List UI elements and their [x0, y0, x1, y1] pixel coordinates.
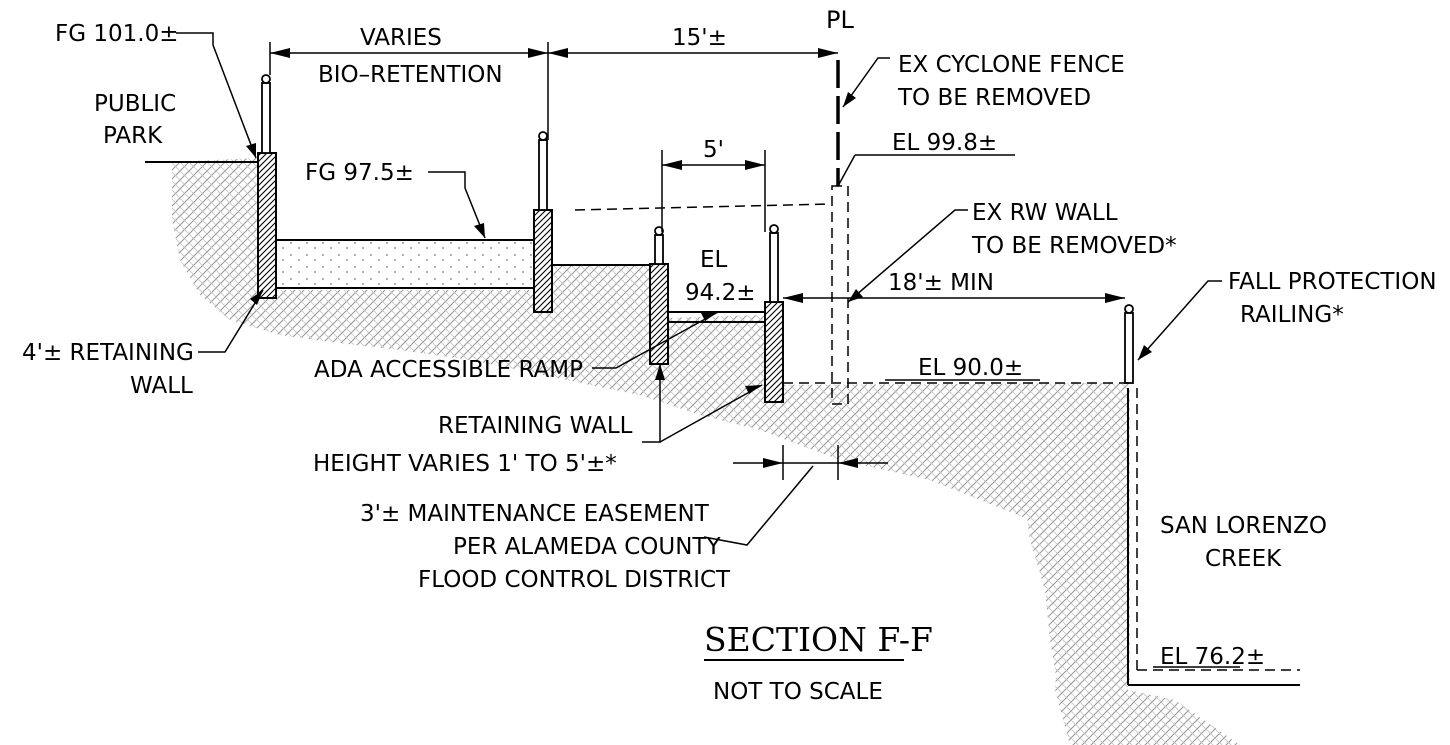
label-el-90: EL 90.0± — [918, 355, 1023, 381]
label-el-99-8: EL 99.8± — [892, 130, 997, 156]
label-ex-fence-2: TO BE REMOVED — [897, 85, 1091, 111]
label-easement-1: 3'± MAINTENANCE EASEMENT — [360, 501, 710, 527]
label-creek-1: SAN LORENZO — [1160, 513, 1327, 539]
label-creek-2: CREEK — [1205, 546, 1282, 572]
bio-retention-wall-east — [533, 209, 553, 313]
label-public-park-1: PUBLIC — [94, 91, 176, 117]
label-fall-protection-2: RAILING* — [1240, 302, 1344, 328]
label-retaining-4-2: WALL — [130, 373, 193, 399]
label-dim-5: 5' — [703, 137, 724, 163]
label-fg-97-5: FG 97.5± — [305, 160, 414, 186]
railing-bio — [538, 131, 548, 211]
section-subtitle: NOT TO SCALE — [713, 679, 883, 705]
label-fall-protection-1: FALL PROTECTION — [1228, 269, 1437, 295]
ground-hatch-lower — [1055, 610, 1240, 745]
label-ada-ramp: ADA ACCESSIBLE RAMP — [314, 357, 583, 383]
label-dim-18: 18'± MIN — [888, 270, 994, 296]
label-el-76-2: EL 76.2± — [1160, 644, 1265, 670]
railing-fall-protection — [1124, 304, 1134, 384]
ground-hatch — [172, 158, 1130, 745]
ramp-retaining-wall-east — [764, 301, 784, 403]
ex-rw-wall — [831, 185, 849, 405]
label-el-94-2-1: EL — [700, 247, 728, 273]
ex-grade-line — [574, 203, 831, 211]
retaining-wall-4ft — [257, 152, 277, 299]
railing-ramp-west — [654, 226, 664, 265]
ramp-retaining-wall-west — [649, 263, 669, 365]
label-el-94-2-2: 94.2± — [685, 280, 755, 306]
label-ex-rw-2: TO BE REMOVED* — [971, 233, 1177, 259]
label-ex-fence-1: EX CYCLONE FENCE — [898, 52, 1125, 78]
section-title: SECTION F-F — [704, 620, 933, 659]
label-easement-2: PER ALAMEDA COUNTY — [453, 534, 721, 560]
label-dim-15: 15'± — [672, 25, 727, 51]
railing-ramp-east — [769, 224, 779, 303]
label-ex-rw-1: EX RW WALL — [972, 200, 1118, 226]
label-public-park-2: PARK — [103, 123, 163, 149]
bio-retention-soil — [275, 239, 535, 289]
label-bio-retention: BIO–RETENTION — [318, 62, 503, 88]
label-fg-101: FG 101.0± — [55, 21, 178, 47]
label-retaining-var-2: HEIGHT VARIES 1' TO 5'±* — [313, 451, 617, 477]
label-retaining-4-1: 4'± RETAINING — [22, 340, 194, 366]
label-easement-3: FLOOD CONTROL DISTRICT — [418, 567, 731, 593]
railing-park — [261, 74, 271, 154]
label-retaining-var-1: RETAINING WALL — [438, 413, 633, 439]
label-property-line: PL — [826, 6, 854, 34]
label-varies: VARIES — [360, 25, 442, 51]
